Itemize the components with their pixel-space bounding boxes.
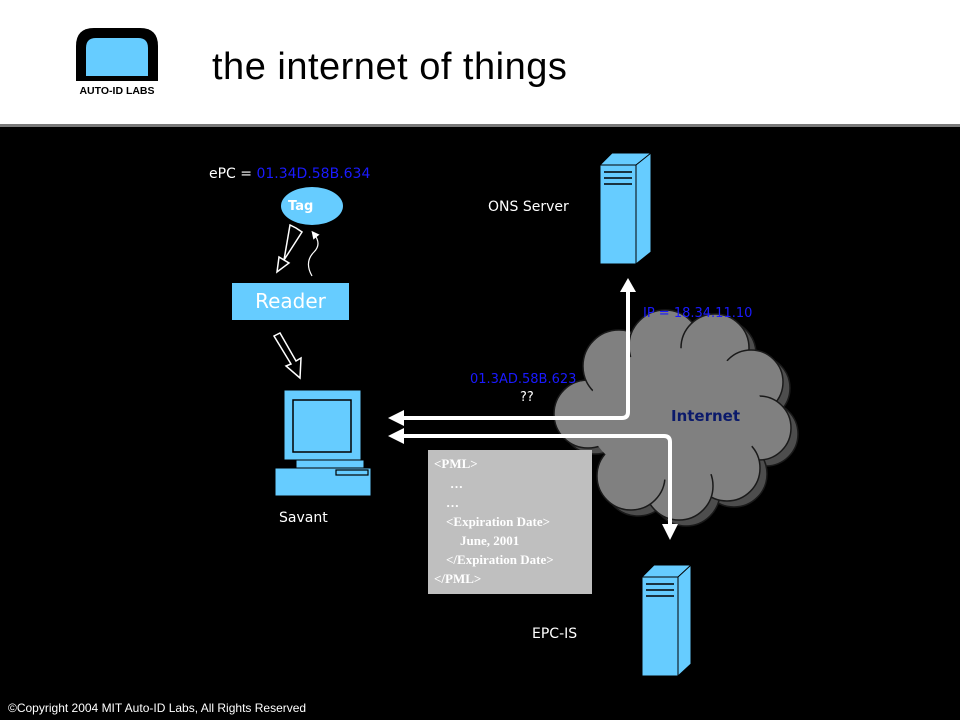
pml-line: …	[450, 476, 463, 491]
tag-to-reader-arrow	[276, 223, 304, 274]
reader-to-tag-signal	[307, 230, 320, 277]
response-path	[396, 434, 672, 526]
pml-document: <PML> … … <Expiration Date> June, 2001 <…	[428, 450, 592, 594]
reader-to-savant-arrow	[272, 332, 302, 380]
query-mark-label: ??	[520, 390, 534, 405]
response-arrowhead-down	[662, 524, 678, 540]
reader-box	[232, 283, 349, 320]
query-path	[395, 290, 630, 420]
pml-line: <PML>	[434, 456, 478, 471]
pml-line: </Expiration Date>	[446, 552, 554, 567]
savant-computer-icon	[274, 389, 372, 497]
cloud-body	[587, 348, 763, 480]
query-arrowhead-up	[620, 278, 636, 292]
ip-address-label: IP = 18.34.11.10	[643, 306, 753, 321]
page-title: the internet of things	[212, 46, 568, 88]
internet-label: Internet	[671, 407, 741, 425]
query-arrowhead-left	[388, 410, 404, 426]
ons-server-icon	[598, 151, 653, 266]
tag-icon	[281, 187, 343, 225]
epc-prefix: ePC =	[209, 166, 257, 182]
logo-text: AUTO-ID LABS	[79, 85, 154, 97]
pml-line: …	[446, 495, 459, 510]
tag-label: Tag	[288, 199, 314, 214]
pml-line: June, 2001	[460, 533, 520, 548]
epc-is-server-icon	[640, 563, 693, 678]
pml-line: </PML>	[434, 571, 482, 586]
epc-is-label: EPC-IS	[532, 626, 578, 642]
epc-value: 01.34D.58B.634	[256, 166, 371, 182]
slide-header	[0, 0, 960, 125]
response-arrowhead-left	[388, 428, 404, 444]
ons-server-label: ONS Server	[488, 199, 569, 215]
pml-line: <Expiration Date>	[446, 514, 551, 529]
query-epc-label: 01.3AD.58B.623	[470, 372, 577, 387]
copyright-footer: ©Copyright 2004 MIT Auto-ID Labs, All Ri…	[8, 701, 307, 715]
reader-label: Reader	[255, 289, 326, 313]
epc-code-label: ePC = 01.34D.58B.634	[209, 166, 370, 182]
savant-label: Savant	[279, 510, 328, 526]
header-divider	[0, 124, 960, 127]
auto-id-labs-logo: AUTO-ID LABS	[76, 28, 158, 97]
